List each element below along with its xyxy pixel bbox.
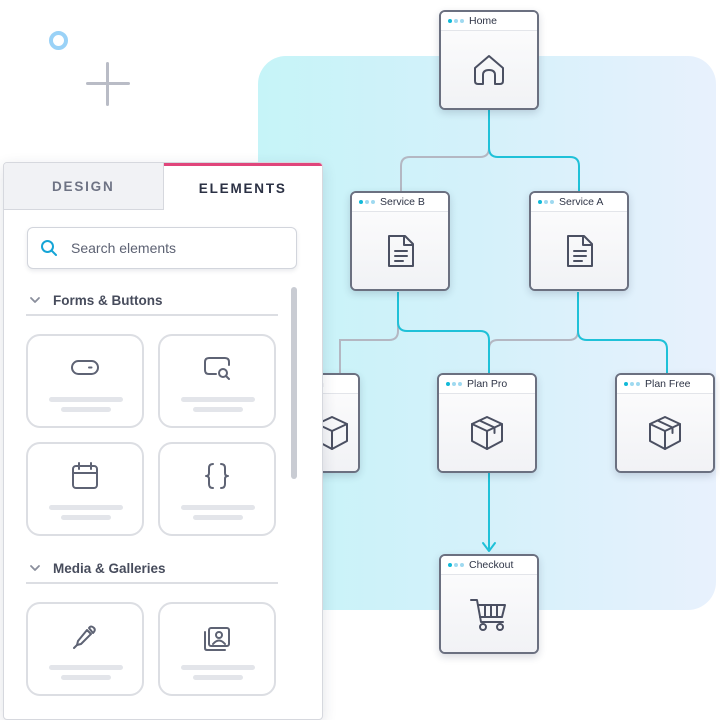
search-field-icon (204, 357, 230, 380)
flow-node-home[interactable]: Home (439, 10, 539, 110)
search-icon (41, 240, 57, 256)
element-card-calendar[interactable] (26, 442, 144, 536)
flow-node-checkout[interactable]: Checkout (439, 554, 539, 654)
flow-node-plan-pro[interactable]: Plan Pro (437, 373, 537, 473)
section-title: Media & Galleries (53, 560, 166, 576)
window-dots-icon (448, 563, 464, 567)
link-home-service-b (400, 110, 490, 192)
section-forms-buttons[interactable]: Forms & Buttons (26, 286, 278, 316)
node-header: Plan Free (617, 375, 713, 394)
section-title: Forms & Buttons (53, 292, 163, 308)
node-title: Service B (380, 196, 425, 208)
node-title: Service A (559, 196, 604, 208)
chevron-down-icon (30, 297, 40, 303)
elements-panel: DESIGN ELEMENTS Search elements Forms & … (3, 162, 323, 720)
node-header: Home (441, 12, 537, 31)
tab-design[interactable]: DESIGN (4, 163, 164, 210)
gallery-icon (204, 627, 230, 651)
link-home-service-a (488, 110, 580, 192)
scrollbar[interactable] (291, 287, 297, 479)
decorative-plus-icon (86, 62, 130, 106)
link-service-a-plan-pro (488, 292, 579, 373)
arrow-head (482, 542, 496, 552)
home-icon (474, 55, 504, 85)
link-service-b-plan-partial (339, 292, 399, 373)
flow-node-service-b[interactable]: Service B (350, 191, 450, 291)
node-header: Service B (352, 193, 448, 212)
node-title: Plan Pro (467, 378, 508, 390)
search-placeholder: Search elements (71, 240, 177, 256)
node-title: Home (469, 15, 498, 27)
decorative-circle (49, 31, 68, 50)
box-icon (649, 416, 681, 450)
flow-node-service-a[interactable]: Service A (529, 191, 629, 291)
calendar-icon (72, 462, 98, 489)
tab-elements[interactable]: ELEMENTS (163, 163, 322, 210)
element-card-code[interactable] (158, 442, 276, 536)
node-header: Plan Pro (439, 375, 535, 394)
toggle-icon (71, 360, 99, 375)
box-icon (471, 416, 503, 450)
section-media-galleries[interactable]: Media & Galleries (26, 554, 278, 584)
cart-icon (470, 599, 506, 631)
window-dots-icon (446, 382, 462, 386)
window-dots-icon (448, 19, 464, 23)
flow-node-plan-free[interactable]: Plan Free (615, 373, 715, 473)
node-header: Service A (531, 193, 627, 212)
document-icon (388, 235, 414, 267)
panel-tabs: DESIGN ELEMENTS (4, 163, 322, 210)
pen-icon (73, 625, 96, 649)
node-header: Checkout (441, 556, 537, 575)
chevron-down-icon (30, 565, 40, 571)
element-card-toggle[interactable] (26, 334, 144, 428)
link-service-b-plan-pro (397, 292, 490, 373)
window-dots-icon (624, 382, 640, 386)
search-input[interactable]: Search elements (27, 227, 297, 269)
code-braces-icon (205, 463, 229, 489)
node-title: Plan Free (645, 378, 691, 390)
window-dots-icon (359, 200, 375, 204)
link-service-a-plan-free (577, 292, 668, 373)
window-dots-icon (538, 200, 554, 204)
element-card-gallery[interactable] (158, 602, 276, 696)
element-card-search-field[interactable] (158, 334, 276, 428)
node-title: Checkout (469, 559, 514, 571)
document-icon (567, 235, 593, 267)
element-card-pen[interactable] (26, 602, 144, 696)
